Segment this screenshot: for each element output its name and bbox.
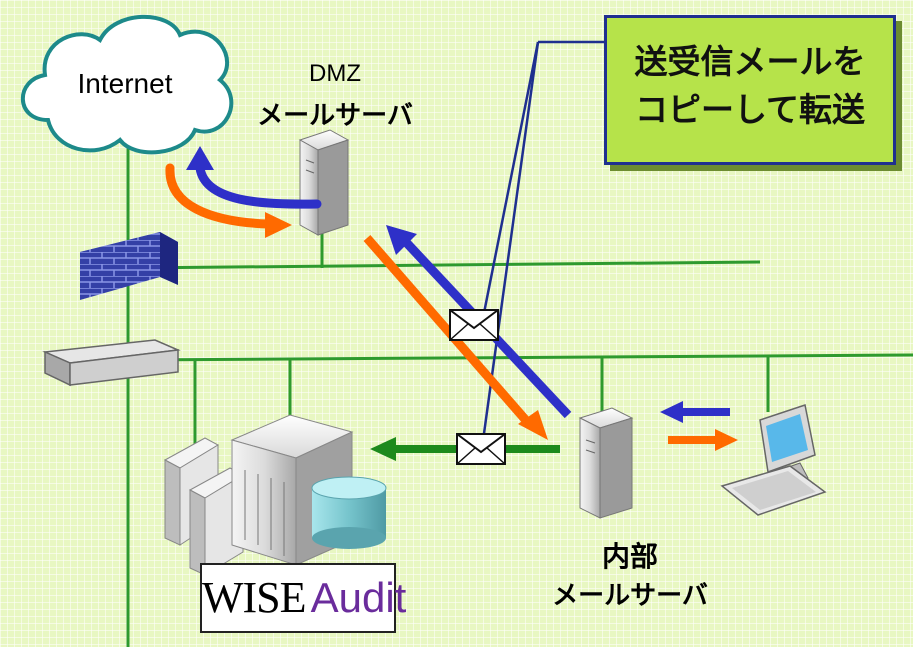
audit-appliance-icon [163, 437, 245, 576]
router-icon [42, 339, 181, 387]
envelope-icon [449, 309, 499, 341]
arrow-orange-dmz-to-internal [363, 235, 534, 428]
internal-server-label: 内部 [601, 540, 658, 573]
arrow-orange-internet-to-dmz [165, 163, 273, 229]
logo-audit: Audit [310, 574, 407, 621]
logo-wise: WISE [202, 573, 307, 622]
internet-label: Internet [77, 68, 173, 99]
internal-server-icon [578, 407, 634, 519]
arrow-orange-internal-to-pc-head [715, 429, 738, 451]
callout-line-1: 送受信メールを [634, 42, 866, 81]
callout-line-2: コピーして転送 [634, 90, 865, 129]
arrow-blue-internal-to-dmz-head [386, 225, 417, 255]
arrow-orange-internet-to-dmz-head [265, 212, 292, 238]
cloud-icon [20, 14, 234, 155]
arrow-blue-dmz-to-internet [195, 163, 322, 209]
firewall-icon [80, 232, 178, 300]
internal-server-sublabel: メールサーバ [552, 581, 708, 611]
dmz-server-sublabel: メールサーバ [257, 101, 413, 131]
arrow-blue-pc-to-internal-head [660, 401, 683, 423]
wise-audit-logo: WISE Audit [200, 563, 406, 633]
dmz-server-icon [298, 129, 350, 236]
arrow-green-to-audit-head [370, 437, 396, 461]
pc-icon [720, 404, 827, 516]
dmz-server-label: DMZ [309, 60, 361, 87]
database-icon [311, 476, 387, 549]
callout-box: 送受信メールを コピーして転送 [604, 15, 896, 165]
arrow-blue-dmz-to-internet-head [186, 146, 214, 170]
arrow-orange-dmz-to-internal-head [518, 410, 548, 440]
envelope-icon [456, 433, 506, 465]
